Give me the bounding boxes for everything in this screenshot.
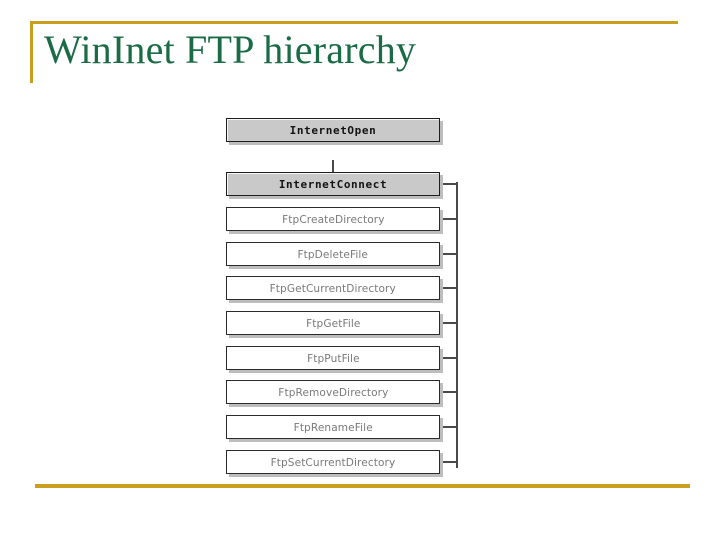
connector-stub: [440, 253, 458, 255]
title-rule-left: [30, 21, 33, 83]
node-internetopen[interactable]: InternetOpen: [226, 118, 440, 142]
connector-stub: [440, 287, 458, 289]
connector-stub: [440, 218, 458, 220]
footer-rule: [35, 484, 690, 488]
node-label: FtpCreateDirectory: [281, 212, 385, 226]
node-ftpdeletefile[interactable]: FtpDeleteFile: [226, 242, 440, 266]
node-ftpgetfile[interactable]: FtpGetFile: [226, 311, 440, 335]
connector-open-to-connect: [332, 160, 334, 172]
connector-stub: [440, 183, 458, 185]
node-label: FtpDeleteFile: [297, 247, 369, 261]
node-ftpgetcurrentdirectory[interactable]: FtpGetCurrentDirectory: [226, 276, 440, 300]
node-ftpcreatedirectory[interactable]: FtpCreateDirectory: [226, 207, 440, 231]
node-label: FtpPutFile: [306, 351, 360, 365]
node-label: FtpRenameFile: [293, 420, 373, 434]
node-label: InternetOpen: [289, 123, 377, 137]
node-label: FtpGetCurrentDirectory: [269, 281, 397, 295]
node-label: FtpRemoveDirectory: [277, 385, 389, 399]
connector-stub: [440, 426, 458, 428]
connector-trunk: [456, 182, 458, 468]
node-label: InternetConnect: [278, 177, 388, 191]
node-internetconnect[interactable]: InternetConnect: [226, 172, 440, 196]
title-rule-top: [30, 21, 678, 24]
page-title: WinInet FTP hierarchy: [44, 27, 417, 72]
node-label: FtpGetFile: [305, 316, 361, 330]
connector-stub: [440, 322, 458, 324]
connector-stub: [440, 461, 458, 463]
connector-stub: [440, 391, 458, 393]
connector-stub: [440, 357, 458, 359]
node-ftpsetcurrentdirectory[interactable]: FtpSetCurrentDirectory: [226, 450, 440, 474]
node-ftprenamefile[interactable]: FtpRenameFile: [226, 415, 440, 439]
node-ftpputfile[interactable]: FtpPutFile: [226, 346, 440, 370]
node-label: FtpSetCurrentDirectory: [270, 455, 396, 469]
node-ftpremovedirectory[interactable]: FtpRemoveDirectory: [226, 380, 440, 404]
